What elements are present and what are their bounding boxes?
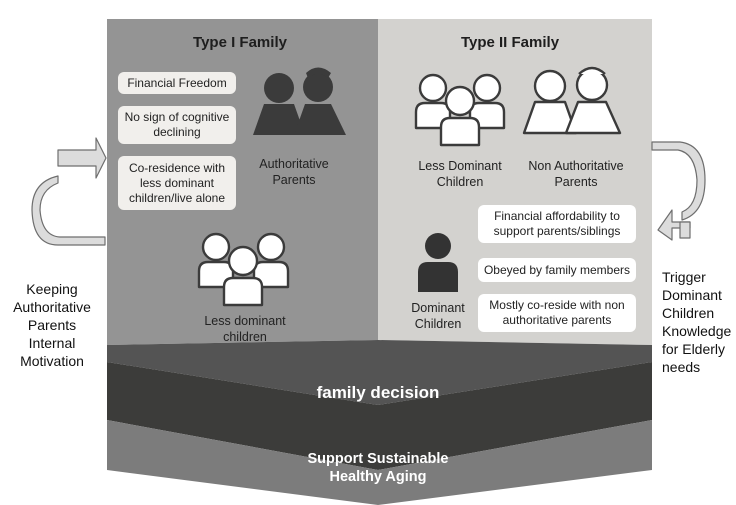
- middle-band: [107, 340, 652, 405]
- authoritative-parents-label: Authoritative Parents: [259, 157, 329, 187]
- left-children-label: Less dominant children: [204, 314, 286, 344]
- left-trait-box: No sign of cognitive declining: [118, 106, 236, 144]
- dominant-children-label: Dominant Children: [411, 301, 465, 331]
- type-one-panel: [107, 19, 378, 345]
- right-trait-box: Financial affordability to support paren…: [478, 205, 636, 243]
- non-authoritative-parents-icon: [522, 66, 622, 135]
- left-trait-box: Co-residence with less dominant children…: [118, 156, 236, 210]
- right-cycle-caption: Trigger Dominant Children Knowledge for …: [662, 269, 732, 375]
- cycle-arrow-right-icon: [651, 141, 706, 241]
- type-two-title: Type II Family: [460, 34, 560, 51]
- left-children-group-icon: [197, 232, 290, 307]
- right-children-label: Less Dominant Children: [418, 159, 502, 189]
- decision-label: family decision: [316, 383, 440, 402]
- non-authoritative-parents-label: Non Authoritative Parents: [528, 159, 624, 189]
- cycle-arrow-left-icon: [31, 137, 107, 246]
- left-cycle-caption: Keeping Authoritative Parents Internal M…: [13, 281, 91, 369]
- outcome-band: [107, 420, 652, 505]
- right-children-group-icon: [414, 73, 506, 147]
- authoritative-parents-icon: [253, 67, 346, 135]
- dominant-child-icon: [418, 233, 458, 292]
- left-trait-box: Financial Freedom: [118, 72, 236, 94]
- right-trait-box: Obeyed by family members: [478, 258, 636, 282]
- right-trait-box: Mostly co-reside with non authoritative …: [478, 294, 636, 332]
- type-one-title: Type I Family: [193, 34, 287, 51]
- decision-band: [107, 362, 652, 470]
- outcome-label: Support Sustainable Healthy Aging: [307, 451, 449, 485]
